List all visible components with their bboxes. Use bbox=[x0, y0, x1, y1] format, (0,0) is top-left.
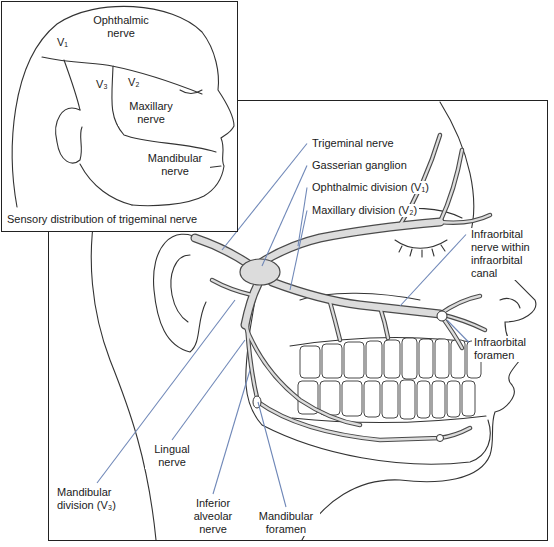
label-text: Lingual nerve bbox=[145, 443, 199, 469]
leader-line bbox=[400, 235, 466, 307]
label-text: V₁ bbox=[55, 36, 70, 49]
label-text: Maxillary division (V₂) bbox=[310, 204, 419, 217]
child-head-outline bbox=[12, 6, 234, 207]
v2-boundary bbox=[112, 66, 216, 152]
label-text: Mandibular nerve bbox=[140, 152, 210, 178]
leader-line bbox=[258, 402, 286, 507]
label-text: Trigeminal nerve bbox=[310, 137, 396, 150]
caption-text: Sensory distribution of trigeminal nerve bbox=[5, 213, 199, 226]
v1-boundary bbox=[42, 57, 202, 94]
label-text: Gasserian ganglion bbox=[310, 159, 409, 172]
label-text: Infraorbital nerve within infraorbital c… bbox=[469, 228, 545, 280]
label-text: Infraorbital foramen bbox=[472, 336, 544, 362]
trigeminal-nerve bbox=[195, 135, 490, 442]
label-text: Mandibular foramen bbox=[252, 510, 320, 536]
leader-line bbox=[290, 211, 307, 291]
leader-line bbox=[213, 370, 250, 494]
child-eye bbox=[180, 90, 202, 94]
closed-eye bbox=[395, 240, 447, 248]
mandible bbox=[246, 300, 491, 464]
nostril bbox=[500, 298, 520, 308]
child-ear bbox=[56, 108, 82, 163]
label-text: Maxillary nerve bbox=[118, 100, 184, 126]
upper-teeth bbox=[300, 338, 481, 379]
face-profile bbox=[302, 102, 536, 540]
label-text: Inferior alveolar nerve bbox=[183, 497, 243, 536]
leader-line bbox=[447, 320, 469, 343]
label-text: V₂ bbox=[126, 76, 142, 89]
label-text: V₃ bbox=[94, 78, 110, 91]
ear bbox=[154, 234, 206, 352]
leader-line bbox=[262, 166, 307, 267]
eyelashes bbox=[399, 245, 445, 257]
child-jaw bbox=[80, 164, 132, 205]
label-text: Mandibular division (V₃) bbox=[55, 486, 139, 512]
v3-boundary bbox=[64, 60, 80, 110]
inset-panel: V₁ Ophthalmic nerveV₃ V₂ Maxillary nerveMan… bbox=[1, 1, 238, 232]
leader-line bbox=[97, 300, 235, 483]
ear-inner bbox=[171, 255, 190, 322]
label-text: Ophthalmic division (V₁) bbox=[310, 181, 431, 194]
label-text: Ophthalmic nerve bbox=[84, 14, 158, 40]
